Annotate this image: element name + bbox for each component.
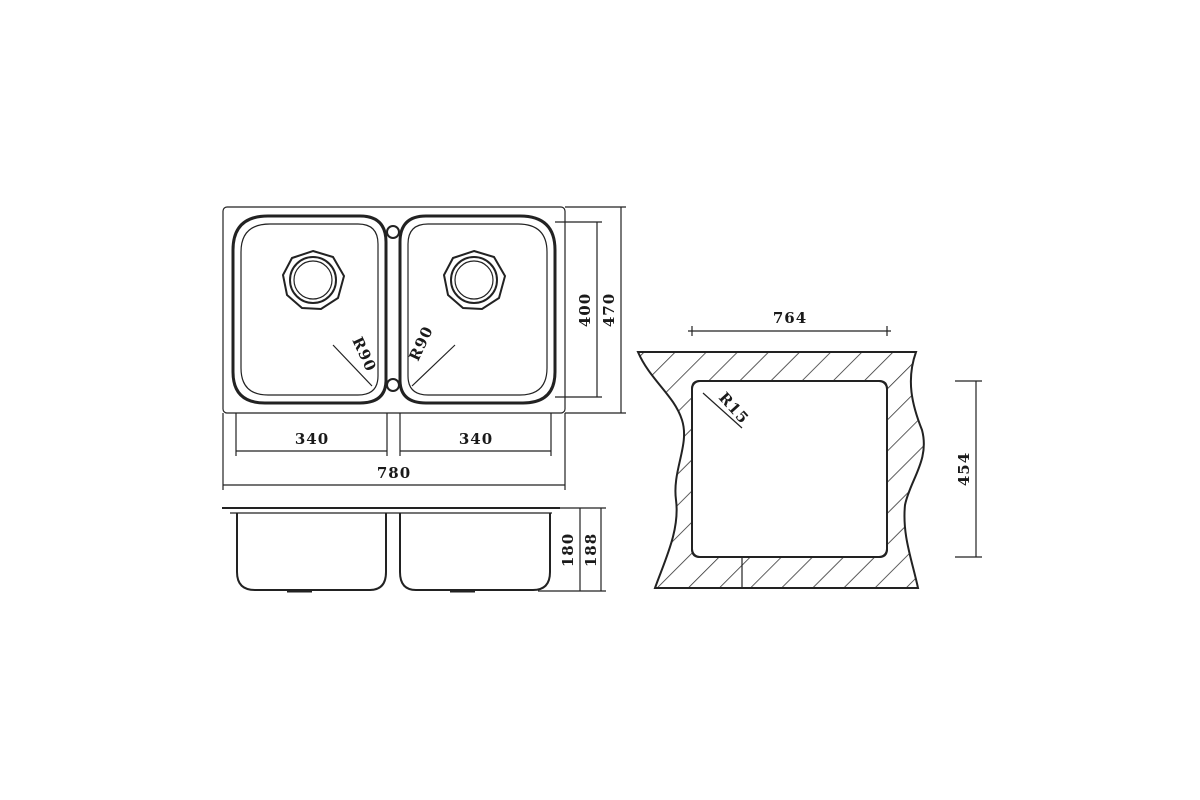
left-bowl-width-label: 340 <box>295 430 329 448</box>
right-bowl-width-label: 340 <box>459 430 493 448</box>
cutout-width-label: 764 <box>773 309 807 327</box>
countertop-hatched-area <box>636 351 925 589</box>
cutout-height-label: 454 <box>955 452 973 486</box>
left-bowl-outline <box>231 214 388 405</box>
right-bowl-outline <box>398 214 557 405</box>
cutout-width-dimension: 764 <box>688 309 891 336</box>
left-bowl-inner-line <box>240 223 379 396</box>
overall-width-label: 780 <box>377 464 411 482</box>
inner-height-label: 400 <box>576 293 594 327</box>
cutout-height-dimension: 454 <box>955 380 982 558</box>
overall-width-dimension: 780 <box>222 413 566 490</box>
overflow-hole <box>386 378 400 392</box>
total-depth-label: 188 <box>582 533 600 567</box>
bowl-width-dimensions: 340 340 <box>235 413 552 456</box>
side-view: 180 188 <box>222 507 606 593</box>
radius-leader-right <box>411 344 456 387</box>
corner-radius-leader <box>702 392 743 429</box>
plan-view: R90 R90 340 340 780 400 <box>222 206 626 490</box>
radius-leader-left <box>332 344 373 387</box>
left-drain <box>281 249 346 311</box>
depth-dimensions: 180 188 <box>538 507 606 592</box>
radius-label-left: R90 <box>348 334 380 375</box>
side-left-bowl <box>236 513 387 591</box>
height-dimensions: 400 470 <box>555 206 626 414</box>
outer-height-label: 470 <box>600 293 618 327</box>
side-right-bowl <box>399 513 551 591</box>
right-bowl-inner-line <box>407 223 548 396</box>
cutout-opening <box>691 380 888 558</box>
right-drain <box>442 249 507 311</box>
sink-outer-rim <box>222 206 566 414</box>
cutout-view: 764 454 R15 <box>636 309 982 589</box>
tap-hole <box>386 225 400 239</box>
bowl-depth-label: 180 <box>559 533 577 567</box>
radius-label-right: R90 <box>405 323 437 364</box>
